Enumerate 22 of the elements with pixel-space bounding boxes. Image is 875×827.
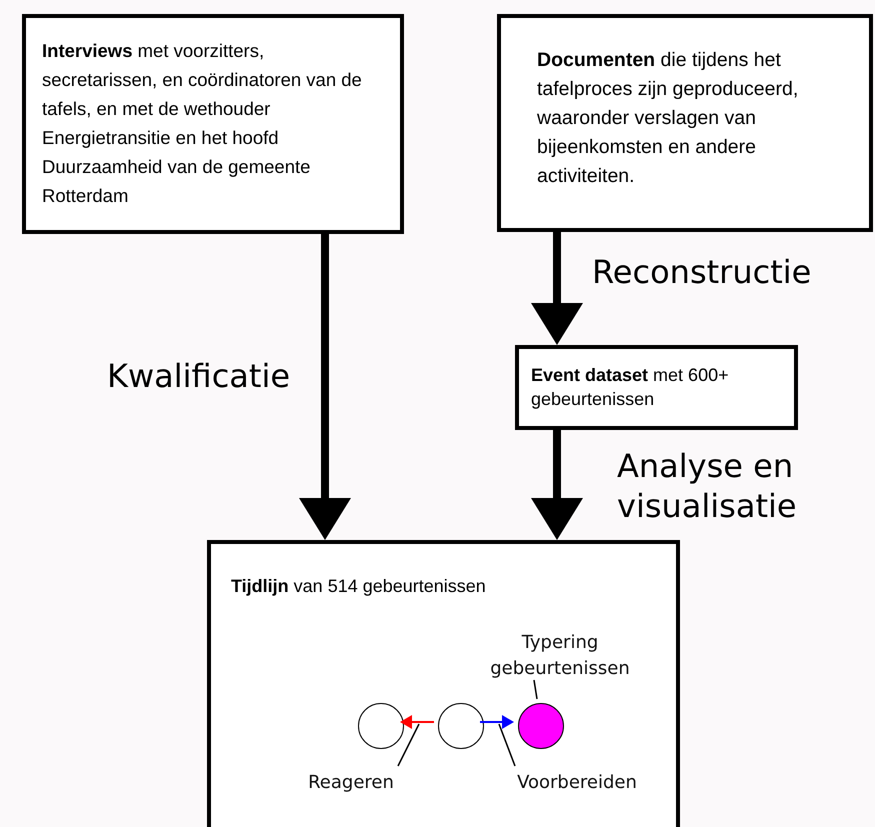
leader-text: Typering gebeurtenissen [470,630,650,684]
box-text: Interviews met voorzitters, secretarissen, en coördinatoren van de tafels, en met de wethouder Energietransitie en het hoofd Duurzaamheid van de gemeente Rotterdam [42,39,363,208]
edge-label: Kwalificatie [107,356,290,396]
box-text: Documenten die tijdens het tafelproces zijn geproduceerd, waaronder verslagen van bijeenkomsten en andere activiteiten. [537,48,800,189]
arrow [480,715,514,729]
arrow [531,232,583,345]
arrow [531,430,583,540]
dataset-box [515,345,798,430]
leader-line [397,724,420,766]
box-text: Tijdlijn van 514 gebeurtenissen [231,575,487,598]
edge-label: Reconstructie [592,252,812,292]
arrow [400,715,434,729]
leader-line [533,680,538,700]
timeline-box [207,540,680,827]
leader-text: Voorbereiden [507,770,647,796]
source-box [22,14,404,234]
box-text: Event dataset met 600+ gebeurtenissen [531,364,730,411]
edge-label: Analyse en visualisatie [617,446,798,526]
source-box [497,14,873,232]
arrow [299,234,351,540]
leader-line [498,724,516,766]
leader-text: Reageren [296,770,406,796]
